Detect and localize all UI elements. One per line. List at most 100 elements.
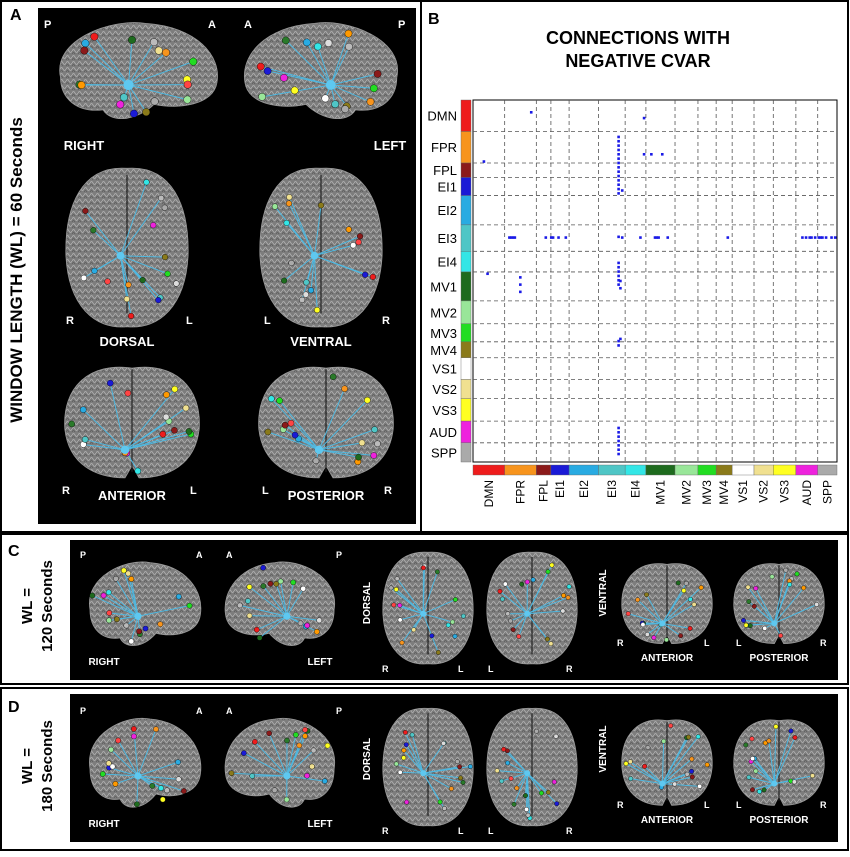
network-node: [284, 797, 289, 802]
network-node: [155, 297, 161, 303]
network-node: [143, 626, 148, 631]
row-colorbar-mv4: [461, 342, 471, 358]
network-node: [126, 571, 131, 576]
network-node: [645, 632, 649, 636]
matrix-dot: [617, 175, 620, 178]
network-node: [257, 635, 262, 640]
network-node: [314, 43, 321, 50]
matrix-dot: [617, 188, 620, 191]
network-node: [372, 427, 378, 433]
network-node: [750, 788, 754, 792]
col-label-fpl: FPL: [537, 480, 551, 502]
network-node: [678, 633, 682, 637]
orientation-letter: R: [66, 315, 74, 327]
network-node: [346, 227, 352, 233]
network-node: [229, 771, 234, 776]
network-node: [629, 777, 633, 781]
matrix-dot: [617, 166, 620, 169]
network-node: [793, 735, 797, 739]
orientation-letter: R: [62, 485, 70, 497]
wl-180-label-line2: 180 Seconds: [39, 720, 56, 812]
network-node: [500, 597, 504, 601]
row-colorbar-dmn: [461, 100, 471, 131]
matrix-dot: [552, 236, 555, 239]
network-node: [114, 617, 119, 622]
network-node: [131, 726, 136, 731]
view-label-posterior: POSTERIOR: [750, 815, 810, 826]
matrix-dot: [650, 153, 653, 156]
row-label-ei1: EI1: [437, 180, 457, 195]
network-node: [171, 427, 177, 433]
row-colorbar-spp: [461, 443, 471, 462]
network-node: [446, 623, 450, 627]
col-colorbar-dmn: [473, 465, 505, 475]
orientation-letter: L: [736, 638, 742, 648]
matrix-dot: [661, 153, 664, 156]
network-node: [421, 566, 425, 570]
network-node: [184, 96, 191, 103]
network-node: [664, 638, 668, 642]
matrix-dot: [617, 444, 620, 447]
col-label-ei2: EI2: [577, 480, 591, 498]
col-colorbar-spp: [818, 465, 837, 475]
network-node: [697, 784, 701, 788]
col-label-spp: SPP: [820, 480, 834, 504]
network-node: [160, 797, 165, 802]
network-node: [313, 458, 319, 464]
network-node: [80, 407, 86, 413]
network-node: [131, 734, 136, 739]
network-node: [624, 761, 628, 765]
network-node: [689, 769, 693, 773]
matrix-dot: [617, 431, 620, 434]
network-node: [82, 208, 88, 214]
matrix-title-line2: NEGATIVE CVAR: [565, 51, 710, 71]
col-colorbar-ei2: [569, 465, 598, 475]
network-node: [116, 738, 121, 743]
network-node: [757, 789, 761, 793]
network-node: [652, 635, 656, 639]
network-node: [277, 398, 283, 404]
matrix-dot: [617, 179, 620, 182]
network-node: [291, 580, 296, 585]
network-node: [322, 95, 329, 102]
network-node: [545, 637, 549, 641]
view-label-ventral: VENTRAL: [598, 569, 609, 616]
matrix-dot: [801, 236, 804, 239]
network-node: [699, 585, 703, 589]
orientation-letter: R: [382, 664, 389, 674]
col-colorbar-mv2: [675, 465, 698, 475]
network-node: [163, 414, 169, 420]
wl-60-label: WINDOW LENGTH (WL) = 60 Seconds: [7, 117, 26, 423]
network-node: [359, 440, 365, 446]
hub-node: [315, 446, 323, 454]
view-label-posterior: POSTERIOR: [750, 653, 810, 664]
network-node: [449, 786, 453, 790]
network-node: [291, 87, 298, 94]
matrix-dot: [830, 236, 833, 239]
network-node: [404, 743, 408, 747]
network-node: [403, 730, 407, 734]
network-node: [106, 590, 111, 595]
network-node: [523, 793, 527, 797]
matrix-title-line1: CONNECTIONS WITH: [546, 28, 730, 48]
matrix-dot: [483, 160, 486, 163]
network-node: [158, 785, 163, 790]
network-node: [189, 58, 196, 65]
network-node: [750, 737, 754, 741]
row-label-vs2: VS2: [432, 382, 457, 397]
matrix-dot: [617, 149, 620, 152]
network-node: [303, 39, 310, 46]
network-node: [404, 800, 408, 804]
network-node: [298, 621, 303, 626]
col-label-ei1: EI1: [553, 480, 567, 498]
panel-b: B CONNECTIONS WITH NEGATIVE CVAR DMNDMNF…: [427, 11, 837, 507]
network-node: [398, 618, 402, 622]
col-label-ei3: EI3: [605, 480, 619, 498]
network-node: [284, 738, 289, 743]
network-node: [394, 762, 398, 766]
network-node: [554, 734, 558, 738]
network-node: [362, 272, 368, 278]
network-node: [125, 390, 131, 396]
orientation-letter: P: [80, 706, 86, 716]
